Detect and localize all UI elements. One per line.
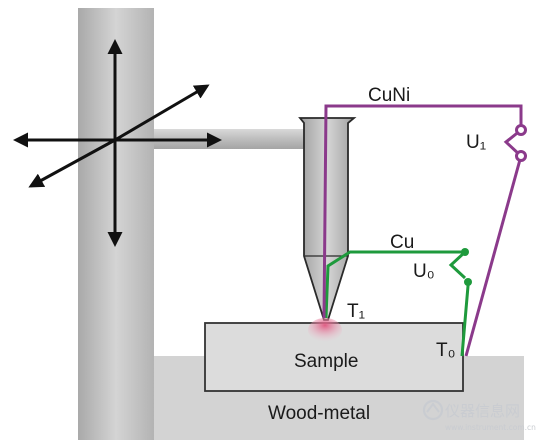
terminal-icon [515,150,527,162]
three-axis-arrows-icon [12,39,222,247]
u0-terminals [461,248,472,286]
label-sample: Sample [294,351,358,372]
label-u1: U₁ [466,132,486,153]
watermark-logo-icon [422,399,444,421]
support-arm [154,129,304,149]
label-cuni: CuNi [368,85,410,106]
terminal-icon [461,248,469,256]
u1-terminals [515,124,527,162]
contact-hot-spot [308,318,342,342]
terminal-icon [464,278,472,286]
watermark: 仪器信息网 www.instrument.com.cn [422,399,536,432]
watermark-url: www.instrument.com.cn [445,423,536,432]
label-t0: T₀ [436,340,456,361]
terminal-icon [515,124,527,136]
label-cu: Cu [390,232,414,253]
label-u0: U₀ [413,261,435,282]
label-t1: T₁ [347,301,365,322]
cuni-wire [322,104,523,357]
label-wood-metal: Wood-metal [268,403,370,424]
watermark-text: 仪器信息网 [445,402,520,420]
